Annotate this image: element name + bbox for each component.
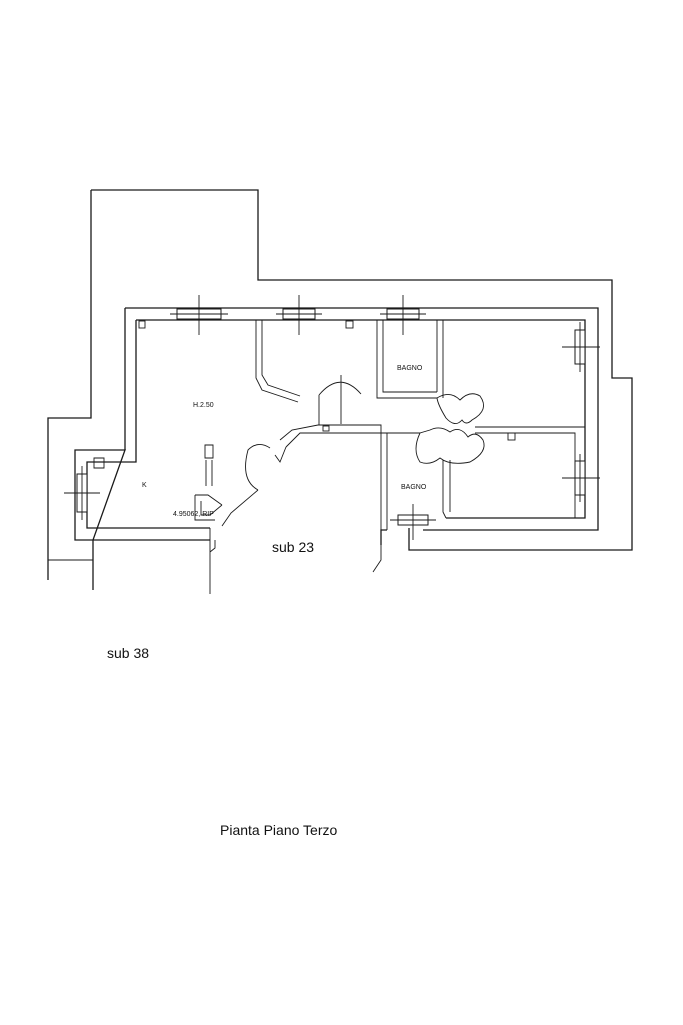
kitchen-appliance (204, 444, 214, 486)
partition-bath-top (376, 320, 444, 399)
nib-1 (138, 320, 146, 329)
window-bath-bottom (390, 504, 436, 540)
partition-bath-bottom (442, 460, 451, 519)
partition-room-top-middle (255, 320, 301, 403)
nib-3 (507, 432, 516, 441)
sub-23-label: sub 23 (272, 539, 314, 555)
storage-closet (194, 494, 223, 521)
apartment-outer-wall (74, 307, 599, 590)
kitchen-label: K (142, 482, 147, 489)
sub-38-label: sub 38 (107, 645, 149, 661)
lower-wall-middle (209, 528, 216, 594)
window-top-3 (380, 295, 426, 335)
nib-2 (345, 320, 354, 329)
bath-top-label: BAGNO (397, 365, 423, 372)
partition-room-right (475, 426, 585, 518)
storage-label: 4.95062, RIP (173, 511, 214, 518)
window-right-2 (562, 454, 600, 502)
door-swing-main (318, 375, 362, 425)
lot-boundary-outline (91, 189, 633, 551)
window-top-2 (276, 295, 322, 335)
bath-bottom-label: BAGNO (401, 484, 427, 491)
nib-4 (322, 425, 330, 432)
door-swing-entry (245, 444, 271, 491)
apartment-inner-wall (86, 319, 586, 529)
room-height-label: H.2.50 (193, 402, 214, 409)
window-top-1 (170, 295, 228, 335)
partition-corridor (318, 424, 420, 530)
door-swing-hall-1 (436, 393, 485, 424)
door-swing-hall-2 (415, 427, 485, 464)
lower-door-diagonal (221, 489, 259, 527)
lower-right-curve (372, 545, 382, 573)
window-right-1 (562, 322, 600, 372)
lot-boundary-left (47, 190, 92, 580)
partition-entry (274, 424, 319, 463)
window-left (64, 466, 100, 520)
pillar-left (93, 457, 105, 469)
plan-title: Pianta Piano Terzo (220, 822, 337, 838)
